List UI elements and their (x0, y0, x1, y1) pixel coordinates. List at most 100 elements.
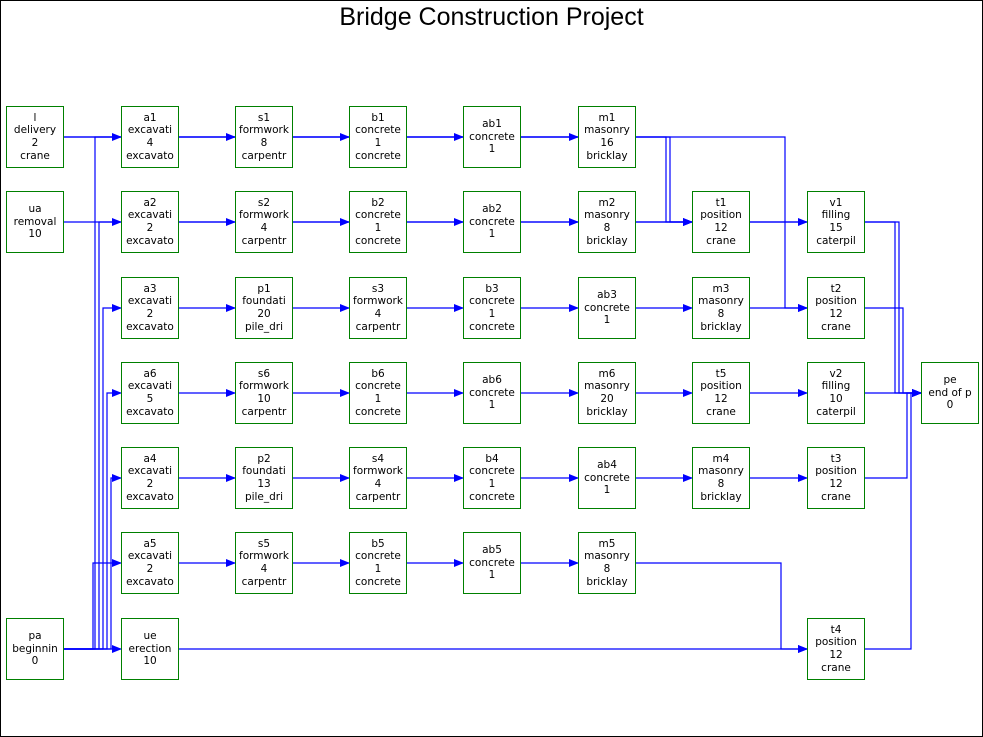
node-label-line: 1 (374, 137, 382, 149)
node-label-line: masonry (584, 209, 630, 222)
node-label-line: carpentr (241, 149, 287, 162)
edge-pa-a5 (64, 559, 122, 650)
node-label-line: 4 (260, 563, 268, 575)
node-label-line: s4 (371, 452, 385, 465)
node-label-line: concrete (469, 295, 515, 308)
node-label-line: excavato (126, 405, 174, 418)
node-label-line: 1 (488, 143, 496, 156)
node-label-line: crane (821, 320, 851, 333)
node-label-line: a5 (143, 537, 157, 550)
node-label-line: formwork (239, 550, 289, 563)
node-label-line: a2 (143, 196, 157, 209)
node-label-line: m2 (598, 196, 616, 209)
node-label-line: 8 (717, 308, 725, 320)
node-label-line: masonry (584, 380, 630, 393)
node-label-line: position (700, 209, 742, 222)
node-label-line: masonry (584, 550, 630, 563)
node-label-line: p1 (257, 282, 271, 295)
node-label-line: 2 (146, 222, 154, 234)
node-label-line: caterpil (816, 234, 856, 247)
node-label-line: 15 (829, 222, 843, 234)
node-label-line: excavati (127, 124, 173, 137)
node-label-line: 2 (146, 563, 154, 575)
node-label-line: 12 (829, 308, 843, 320)
node-label-line: b1 (371, 111, 385, 124)
node-label-line: s2 (257, 196, 271, 209)
node-label-line: pe (943, 374, 957, 387)
node-label-line: v1 (829, 196, 843, 209)
node-label-line: crane (20, 149, 50, 162)
node-label-line: excavati (127, 380, 173, 393)
node-label-line: 10 (829, 393, 843, 405)
node-label-line: position (815, 295, 857, 308)
node-label-line: 20 (600, 393, 614, 405)
node-label-line: carpentr (355, 320, 401, 333)
node-label-line: excavato (126, 575, 174, 588)
node-label-line: 12 (714, 222, 728, 234)
node-label-line: a6 (143, 367, 157, 380)
node-label-line: 13 (257, 478, 271, 490)
node-label-line: ab2 (482, 203, 502, 216)
edge-m1-t1 (636, 136, 693, 226)
node-label-line: formwork (353, 295, 403, 308)
node-label-line: 8 (260, 137, 268, 149)
node-label-line: end of p (928, 386, 972, 399)
node-label-line: concrete (469, 215, 515, 228)
node-label-line: 8 (717, 478, 725, 490)
node-label-line: b4 (485, 452, 499, 465)
node-label-line: concrete (469, 490, 515, 503)
node-label-line: bricklay (586, 234, 628, 247)
node-label-line: concrete (469, 320, 515, 333)
node-label-line: 12 (829, 478, 843, 490)
node-label-line: m5 (598, 537, 616, 550)
node-label-line: m6 (598, 367, 616, 380)
node-label-line: crane (706, 405, 736, 418)
node-label-line: bricklay (586, 405, 628, 418)
node-label-line: ab6 (482, 374, 502, 387)
